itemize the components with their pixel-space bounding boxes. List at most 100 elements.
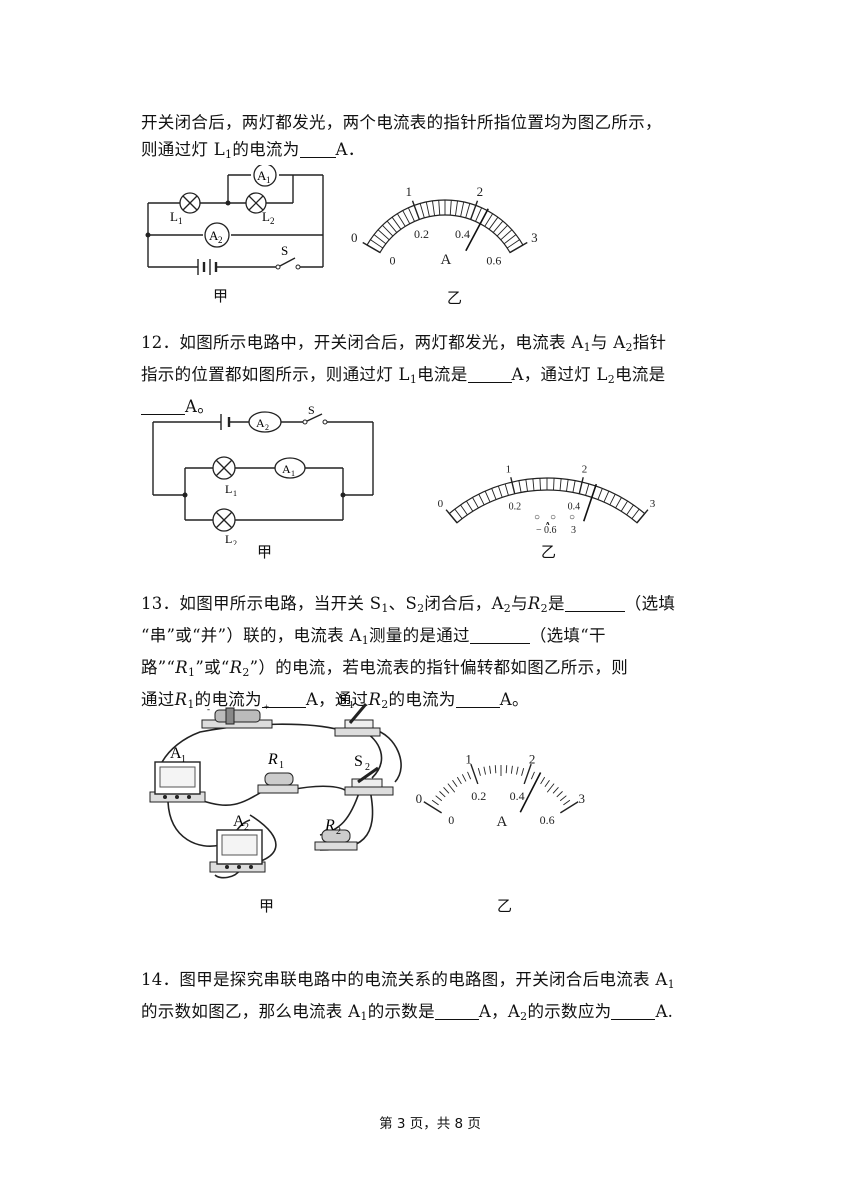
dial-tick: [370, 239, 384, 249]
dial-tick: [492, 220, 504, 233]
ammeter-A2: [248, 411, 282, 433]
dial-tick: [585, 483, 590, 496]
dial-tick: [439, 791, 446, 798]
dial-big-scale-label: 3: [650, 498, 656, 510]
caption-yi: 乙: [497, 897, 513, 915]
dial-small-scale-label: 0: [390, 254, 396, 268]
answer-blank[interactable]: [455, 689, 500, 708]
caption-jia: 甲: [259, 897, 275, 915]
svg-text:2: 2: [270, 216, 275, 226]
dial-tick: [449, 200, 452, 216]
switch-S2[interactable]: [344, 766, 394, 796]
answer-blank[interactable]: [434, 1001, 479, 1020]
dial-tick: [435, 795, 443, 802]
dial-tick: [470, 763, 479, 785]
dial-small-scale-label: 0.6: [486, 254, 501, 268]
resistor-R2: [314, 829, 358, 851]
dial-tick: [407, 207, 415, 222]
switch-S1[interactable]: [334, 703, 381, 737]
dial-tick: [419, 203, 425, 219]
dial-small-scale-label: 0.2: [414, 227, 429, 241]
ammeter-A1: [253, 165, 277, 187]
dial-tick: [516, 766, 519, 775]
answer-blank[interactable]: [261, 689, 306, 708]
answer-blank[interactable]: [564, 593, 625, 612]
svg-text:2: 2: [233, 539, 237, 545]
dial-small-scale-label: 0.4: [455, 227, 470, 241]
dial-big-scale-label: 0: [416, 791, 423, 806]
answer-blank[interactable]: [299, 139, 336, 158]
lamp-L1: [212, 456, 236, 480]
dial-tick: [469, 200, 479, 220]
dial-needle: [582, 483, 598, 522]
answer-blank[interactable]: [467, 364, 512, 383]
dial-tick: [489, 765, 492, 774]
q14-text: 14．图甲是探究串联电路中的电流关系的电路图，开关闭合后电流表 A1 的示数如图…: [141, 970, 675, 1023]
q12-text: 12．如图所示电路中，开关闭合后，两灯都发光，电流表 A1与 A2指针 指示的位…: [141, 333, 667, 416]
ammeter-A1: [274, 457, 306, 479]
dial-small-scale-label: 0.2: [471, 789, 486, 803]
dial-big-scale-label: 2: [477, 184, 484, 199]
dial-tick: [488, 216, 499, 230]
lamp-L2-label: L: [225, 532, 232, 545]
answer-blank[interactable]: [141, 396, 185, 415]
ammeter-A2-label: A: [209, 228, 219, 243]
dial-tick: [423, 801, 443, 814]
dial-tick: [597, 488, 603, 500]
answer-blank[interactable]: [611, 1001, 656, 1020]
dial-small-scale-label: 0.4: [510, 789, 525, 803]
dial-tick: [496, 224, 508, 237]
switch-S1-label: S: [338, 691, 347, 708]
dial-tick: [631, 508, 640, 519]
ammeter-A1-label: A: [257, 168, 267, 183]
dial-tick: [530, 771, 535, 780]
dial-tick: [546, 783, 555, 793]
q13-physical-circuit: -+ S 1 A 1 R 1 S 2 R 2 A 2: [149, 691, 402, 879]
dial-big-scale-label: 1: [506, 464, 512, 476]
svg-text:3: 3: [571, 525, 576, 536]
dial-tick: [559, 795, 567, 802]
dial-tick: [510, 477, 516, 494]
caption-jia: 甲: [213, 287, 229, 305]
ammeter-A1-label: A: [170, 745, 182, 762]
dial-tick: [491, 488, 497, 500]
svg-text:1: 1: [266, 175, 271, 185]
q11-line1: 开关闭合后，两灯都发光，两个电流表的指针所指位置均为图乙所示，: [141, 113, 662, 132]
dial-tick: [497, 485, 503, 498]
q12-meter-terminals: ○○○ − 0.6 3: [534, 512, 576, 536]
dial-tick: [483, 766, 486, 775]
ammeter-A1-label: A: [282, 462, 291, 476]
dial-unit-label: A: [543, 519, 553, 525]
dial-tick: [445, 509, 458, 524]
dial-tick: [466, 500, 474, 512]
dial-tick: [509, 241, 528, 254]
dial-tick: [475, 207, 483, 222]
dial-tick: [373, 234, 387, 245]
dial-tick: [553, 478, 555, 491]
q11-text: 开关闭合后，两灯都发光，两个电流表的指针所指位置均为图乙所示， 则通过灯 L1的…: [141, 109, 726, 168]
dial-tick: [510, 765, 513, 774]
dial-tick: [456, 776, 462, 785]
dial-small-scale-label: 0.2: [509, 501, 522, 512]
ammeter-A1: [149, 761, 206, 803]
dial-small-scale-label: 0: [448, 813, 454, 827]
dial-tick: [411, 200, 421, 220]
ammeter-A2-label: A: [256, 416, 265, 430]
dial-tick: [505, 765, 508, 774]
dial-tick: [391, 216, 402, 230]
dial-big-scale-label: 0: [351, 230, 358, 245]
svg-text:1: 1: [233, 489, 237, 498]
dial-tick: [540, 776, 546, 785]
dial-tick: [503, 234, 517, 245]
svg-text:2: 2: [265, 423, 269, 432]
answer-blank[interactable]: [469, 625, 530, 644]
svg-text:1: 1: [178, 216, 183, 226]
dial-tick: [572, 480, 576, 493]
dial-tick: [563, 799, 571, 806]
caption-jia: 甲: [257, 543, 273, 561]
dial-tick: [578, 477, 584, 494]
svg-text:2: 2: [244, 822, 249, 833]
